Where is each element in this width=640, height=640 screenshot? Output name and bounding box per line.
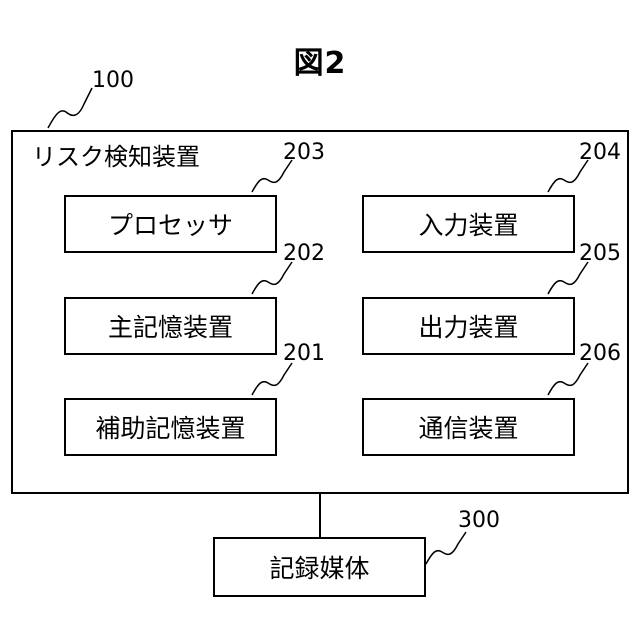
ref-300: 300 xyxy=(458,510,500,532)
processor-label: プロセッサ xyxy=(108,206,233,242)
leader-100 xyxy=(48,88,92,128)
ref-100: 100 xyxy=(92,70,134,92)
aux-storage-box: 補助記憶装置 xyxy=(64,398,277,456)
input-device-label: 入力装置 xyxy=(418,206,518,242)
comm-device-box: 通信装置 xyxy=(362,398,575,456)
output-device-box: 出力装置 xyxy=(362,297,575,355)
main-storage-box: 主記憶装置 xyxy=(64,297,277,355)
processor-box: プロセッサ xyxy=(64,195,277,253)
risk-detection-device-label: リスク検知装置 xyxy=(32,143,200,171)
comm-device-label: 通信装置 xyxy=(418,409,518,445)
storage-medium-label: 記録媒体 xyxy=(269,549,369,585)
input-device-box: 入力装置 xyxy=(362,195,575,253)
leader-300 xyxy=(426,532,466,564)
main-storage-label: 主記憶装置 xyxy=(108,308,233,344)
aux-storage-label: 補助記憶装置 xyxy=(95,409,245,445)
storage-medium-box: 記録媒体 xyxy=(213,537,426,597)
output-device-label: 出力装置 xyxy=(418,308,518,344)
